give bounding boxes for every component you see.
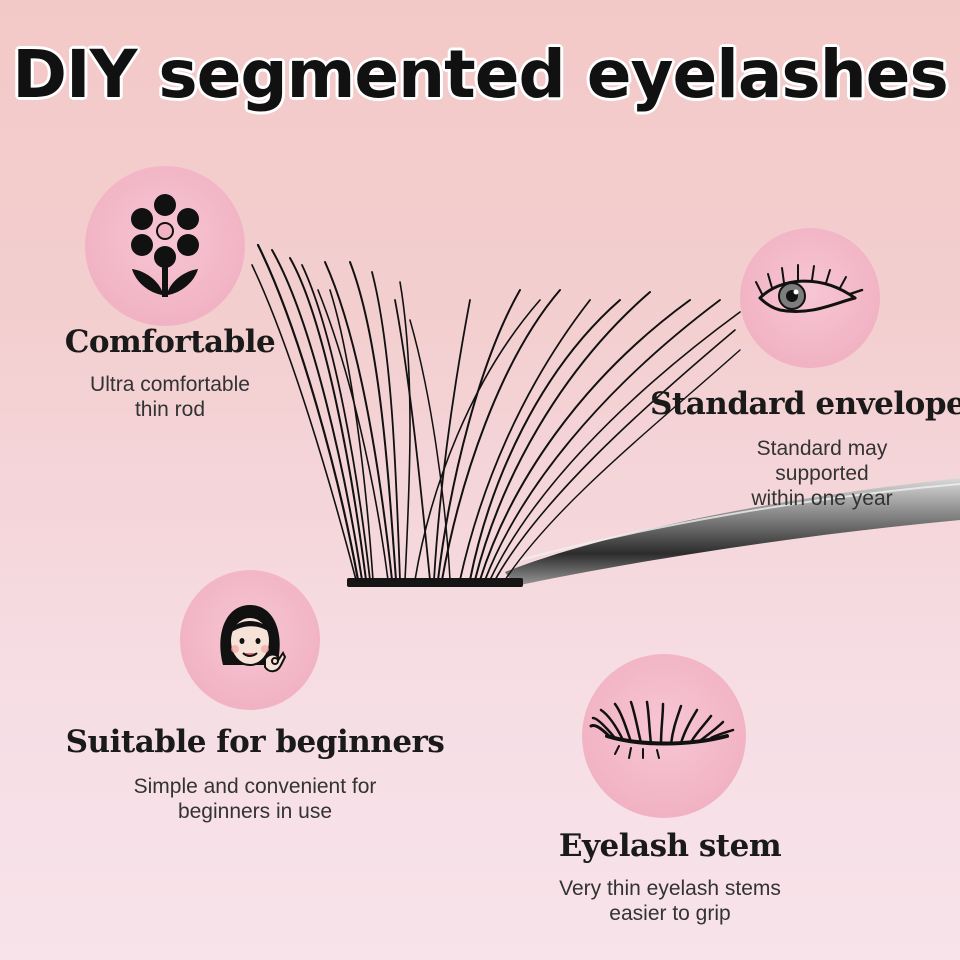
beginners-badge: [180, 570, 320, 710]
feature-desc-comfortable: Ultra comfortable thin rod: [90, 373, 250, 421]
feature-desc-beginners: Simple and convenient for beginners in u…: [133, 775, 377, 823]
lash-fibers: [251, 243, 741, 582]
lash-strip-icon: [589, 700, 735, 759]
flower-icon: [131, 194, 199, 297]
tweezers-illustration: [505, 478, 960, 586]
feature-title-standard-envelope: Standard envelope: [650, 386, 960, 422]
comfortable-badge: [85, 166, 245, 326]
feature-title-eyelash-stem: Eyelash stem: [558, 828, 782, 864]
eye-icon: [755, 264, 864, 313]
page-title: DIY segmented eyelashes: [12, 36, 948, 113]
feature-title-beginners: Suitable for beginners: [65, 724, 445, 760]
feature-desc-standard-envelope: Standard may supported within one year: [751, 437, 893, 510]
standard-envelope-badge: [740, 228, 880, 368]
woman-ok-gesture-icon: [220, 605, 287, 673]
eyelash-stem-badge: [582, 654, 746, 818]
lash-band: [347, 578, 523, 587]
feature-desc-eyelash-stem: Very thin eyelash stems easier to grip: [559, 877, 781, 925]
feature-title-comfortable: Comfortable: [64, 324, 276, 360]
